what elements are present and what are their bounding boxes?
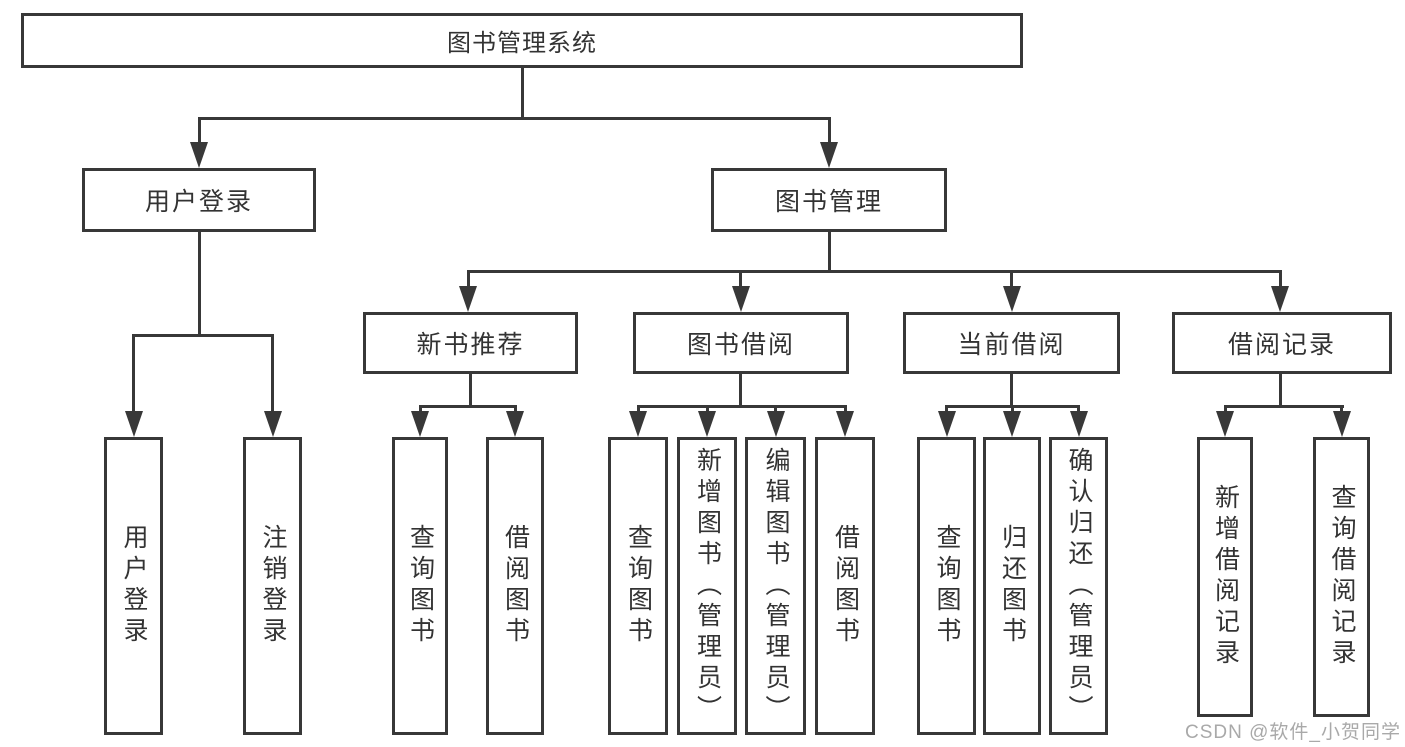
arrow-down-icon <box>937 411 956 437</box>
leaf-borrow-query-books: 查询图书 <box>608 437 668 735</box>
arrow-down-icon <box>698 411 716 437</box>
arrow-down-icon <box>1271 286 1289 312</box>
connector-hline <box>197 117 831 120</box>
node-label: 借阅记录 <box>1227 331 1336 359</box>
connector-hline <box>1223 405 1344 408</box>
connector-vline <box>466 273 470 287</box>
arrow-down-icon <box>836 411 854 437</box>
leaf-label: 查询借阅记录 <box>1328 484 1356 670</box>
arrow-down-icon <box>1332 411 1351 437</box>
leaf-borrow-borrow-books: 借阅图书 <box>815 437 875 735</box>
connector-vline <box>197 232 201 334</box>
connector-vline <box>738 374 742 405</box>
connector-vline <box>827 232 831 270</box>
leaf-label: 确认归还（管理员） <box>1065 446 1093 726</box>
arrow-down-icon <box>1069 411 1088 437</box>
leaf-records-add-record: 新增借阅记录 <box>1197 437 1253 717</box>
leaf-label: 编辑图书（管理员） <box>762 446 790 726</box>
connector-vline <box>197 120 201 146</box>
arrow-down-icon <box>1003 411 1021 437</box>
connector-vline <box>827 120 831 146</box>
leaf-label: 新增图书（管理员） <box>693 446 722 726</box>
leaf-newbook-query-books: 查询图书 <box>392 437 448 735</box>
connector-vline <box>468 374 472 405</box>
leaf-logout: 注销登录 <box>243 437 302 735</box>
node-book-management: 图书管理 <box>711 168 947 232</box>
connector-hline <box>132 334 274 337</box>
leaf-records-query-record: 查询借阅记录 <box>1313 437 1370 717</box>
leaf-borrow-add-books-admin: 新增图书（管理员） <box>677 437 737 735</box>
connector-vline <box>1009 374 1013 405</box>
leaf-newbook-borrow-books: 借阅图书 <box>486 437 544 735</box>
leaf-borrow-edit-books-admin: 编辑图书（管理员） <box>745 437 806 735</box>
connector-hline <box>636 405 847 408</box>
connector-hline <box>418 405 517 408</box>
node-label: 图书借阅 <box>686 331 795 359</box>
leaf-label: 借阅图书 <box>501 524 530 648</box>
arrow-down-icon <box>124 411 143 437</box>
leaf-label: 注销登录 <box>259 524 287 648</box>
leaf-current-query-books: 查询图书 <box>917 437 976 735</box>
leaf-label: 查询图书 <box>624 524 653 648</box>
connector-vline <box>739 273 742 287</box>
node-user-login: 用户登录 <box>82 168 316 232</box>
arrow-down-icon <box>190 142 208 168</box>
leaf-label: 查询图书 <box>406 524 435 648</box>
arrow-down-icon <box>766 411 785 437</box>
leaf-label: 借阅图书 <box>831 524 860 648</box>
leaf-label: 查询图书 <box>933 524 961 648</box>
connector-vline <box>520 68 524 117</box>
arrow-down-icon <box>731 286 750 312</box>
node-label: 图书管理系统 <box>447 30 597 57</box>
watermark-csdn: CSDN @软件_小贺同学 <box>1185 722 1401 743</box>
arrow-down-icon <box>411 411 429 437</box>
node-book-borrowing: 图书借阅 <box>633 312 849 374</box>
arrow-down-icon <box>629 411 647 437</box>
connector-vline <box>271 337 274 413</box>
leaf-current-confirm-return-admin: 确认归还（管理员） <box>1049 437 1108 735</box>
arrow-down-icon <box>506 411 524 437</box>
leaf-label: 用户登录 <box>120 524 148 648</box>
node-new-book-recommend: 新书推荐 <box>363 312 578 374</box>
leaf-current-return-books: 归还图书 <box>983 437 1041 735</box>
connector-vline <box>1278 374 1282 405</box>
connector-hline <box>466 270 1282 273</box>
node-library-management-system: 图书管理系统 <box>21 13 1023 68</box>
connector-vline <box>1278 273 1282 287</box>
node-label: 用户登录 <box>144 188 253 216</box>
connector-vline <box>132 337 135 413</box>
leaf-user-login: 用户登录 <box>104 437 163 735</box>
node-current-borrowing: 当前借阅 <box>903 312 1120 374</box>
node-borrowing-records: 借阅记录 <box>1172 312 1392 374</box>
connector-vline <box>1010 273 1013 287</box>
connector-hline <box>945 405 1080 408</box>
arrow-down-icon <box>1002 286 1021 312</box>
arrow-down-icon <box>263 411 282 437</box>
node-label: 当前借阅 <box>957 331 1066 359</box>
leaf-label: 新增借阅记录 <box>1211 484 1240 670</box>
arrow-down-icon <box>820 142 838 168</box>
arrow-down-icon <box>459 286 477 312</box>
node-label: 新书推荐 <box>416 331 525 359</box>
arrow-down-icon <box>1216 411 1234 437</box>
leaf-label: 归还图书 <box>998 524 1027 648</box>
node-label: 图书管理 <box>774 188 883 216</box>
